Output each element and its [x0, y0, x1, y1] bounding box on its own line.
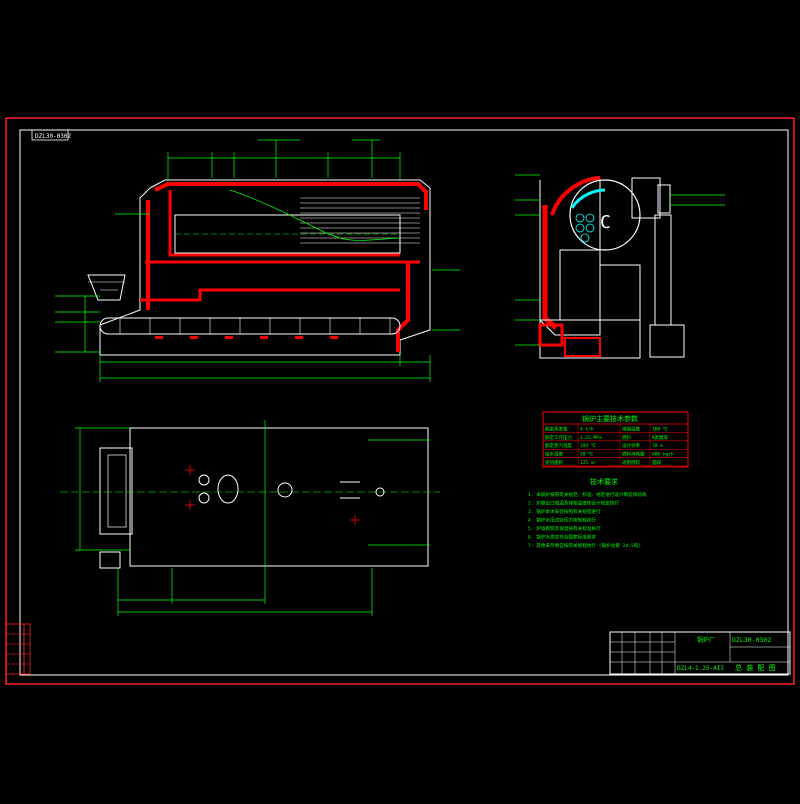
outer-frame	[5, 117, 795, 685]
param-cell: 125 m²	[580, 460, 596, 466]
tech-note-line: 2. 炉膛出口烟温及排烟温度按设计规定执行	[528, 500, 619, 507]
company-name: 锅炉厂	[697, 636, 715, 644]
tech-note-line: 7. 其余未尽事宜按有关规程执行 (锅炉总重 24.5吨)	[528, 542, 641, 549]
param-cell: 排烟温度	[622, 425, 640, 432]
tech-note-line: 1. 本锅炉按照有关规范、标准、规定进行设计制造和验收	[528, 491, 647, 498]
param-cell: 20 ℃	[580, 452, 594, 458]
param-cell: 额定蒸发量	[545, 425, 568, 432]
svg-text:C: C	[600, 212, 611, 233]
param-cell: 1.25 MPa	[580, 435, 602, 441]
cross-section-view: C	[515, 174, 725, 359]
param-table-title: 锅炉主要技术参数	[582, 414, 638, 423]
param-cell: 78 %	[652, 443, 663, 449]
drawing-number: DZL30-0302	[732, 636, 771, 644]
side-elevation-view	[55, 139, 460, 382]
tech-note-line: 5. 炉墙砌筑及保温按有关标准执行	[528, 525, 601, 532]
drawing-code-tag: DZL30-0302	[31, 129, 72, 141]
plan-view	[60, 420, 440, 616]
title-block: DZL30-0302 DZL4-1.25-AII 总 装 配 图 锅炉厂	[609, 631, 791, 675]
param-cell: Ⅱ类烟煤	[652, 434, 668, 441]
param-cell: 燃料消耗量	[622, 451, 645, 458]
param-cell: 额定蒸汽温度	[545, 442, 572, 449]
param-cell: 适用燃料	[622, 459, 640, 466]
tech-notes-title: 技术要求	[590, 477, 618, 486]
boiler-model: DZL4-1.25-AII	[677, 665, 724, 672]
revision-block	[5, 623, 31, 675]
param-cell: 160 ℃	[652, 426, 669, 432]
param-cell: 额定工作压力	[545, 434, 572, 441]
tech-note-line: 4. 锅炉水压试验压力按规程执行	[528, 517, 596, 524]
param-cell: 设计效率	[622, 442, 640, 449]
param-cell: 给水温度	[545, 451, 563, 458]
tech-note-line: 6. 锅炉水质应符合国家标准要求	[528, 534, 596, 541]
drawing-name: 总 装 配 图	[735, 663, 776, 672]
tech-note-line: 3. 锅炉本体安装按照有关规程进行	[528, 508, 601, 515]
svg-text:DZL30-0302: DZL30-0302	[35, 133, 72, 140]
param-cell: 烟煤	[652, 459, 661, 466]
param-cell: 燃料	[622, 434, 631, 441]
param-cell: 680 kg/h	[652, 452, 674, 458]
param-cell: 4 t/h	[580, 426, 594, 432]
param-cell: 194 ℃	[580, 443, 597, 449]
inner-frame	[19, 129, 789, 676]
parameter-table: 锅炉主要技术参数 额定蒸发量 4 t/h 排烟温度 160 ℃ 额定工作压力 1.25 M…	[542, 411, 689, 468]
tech-notes: 技术要求 1. 本锅炉按照有关规范、标准、规定进行设计制造和验收 2. 炉膛出口烟…	[528, 477, 647, 549]
param-cell: 受热面积	[545, 459, 563, 466]
